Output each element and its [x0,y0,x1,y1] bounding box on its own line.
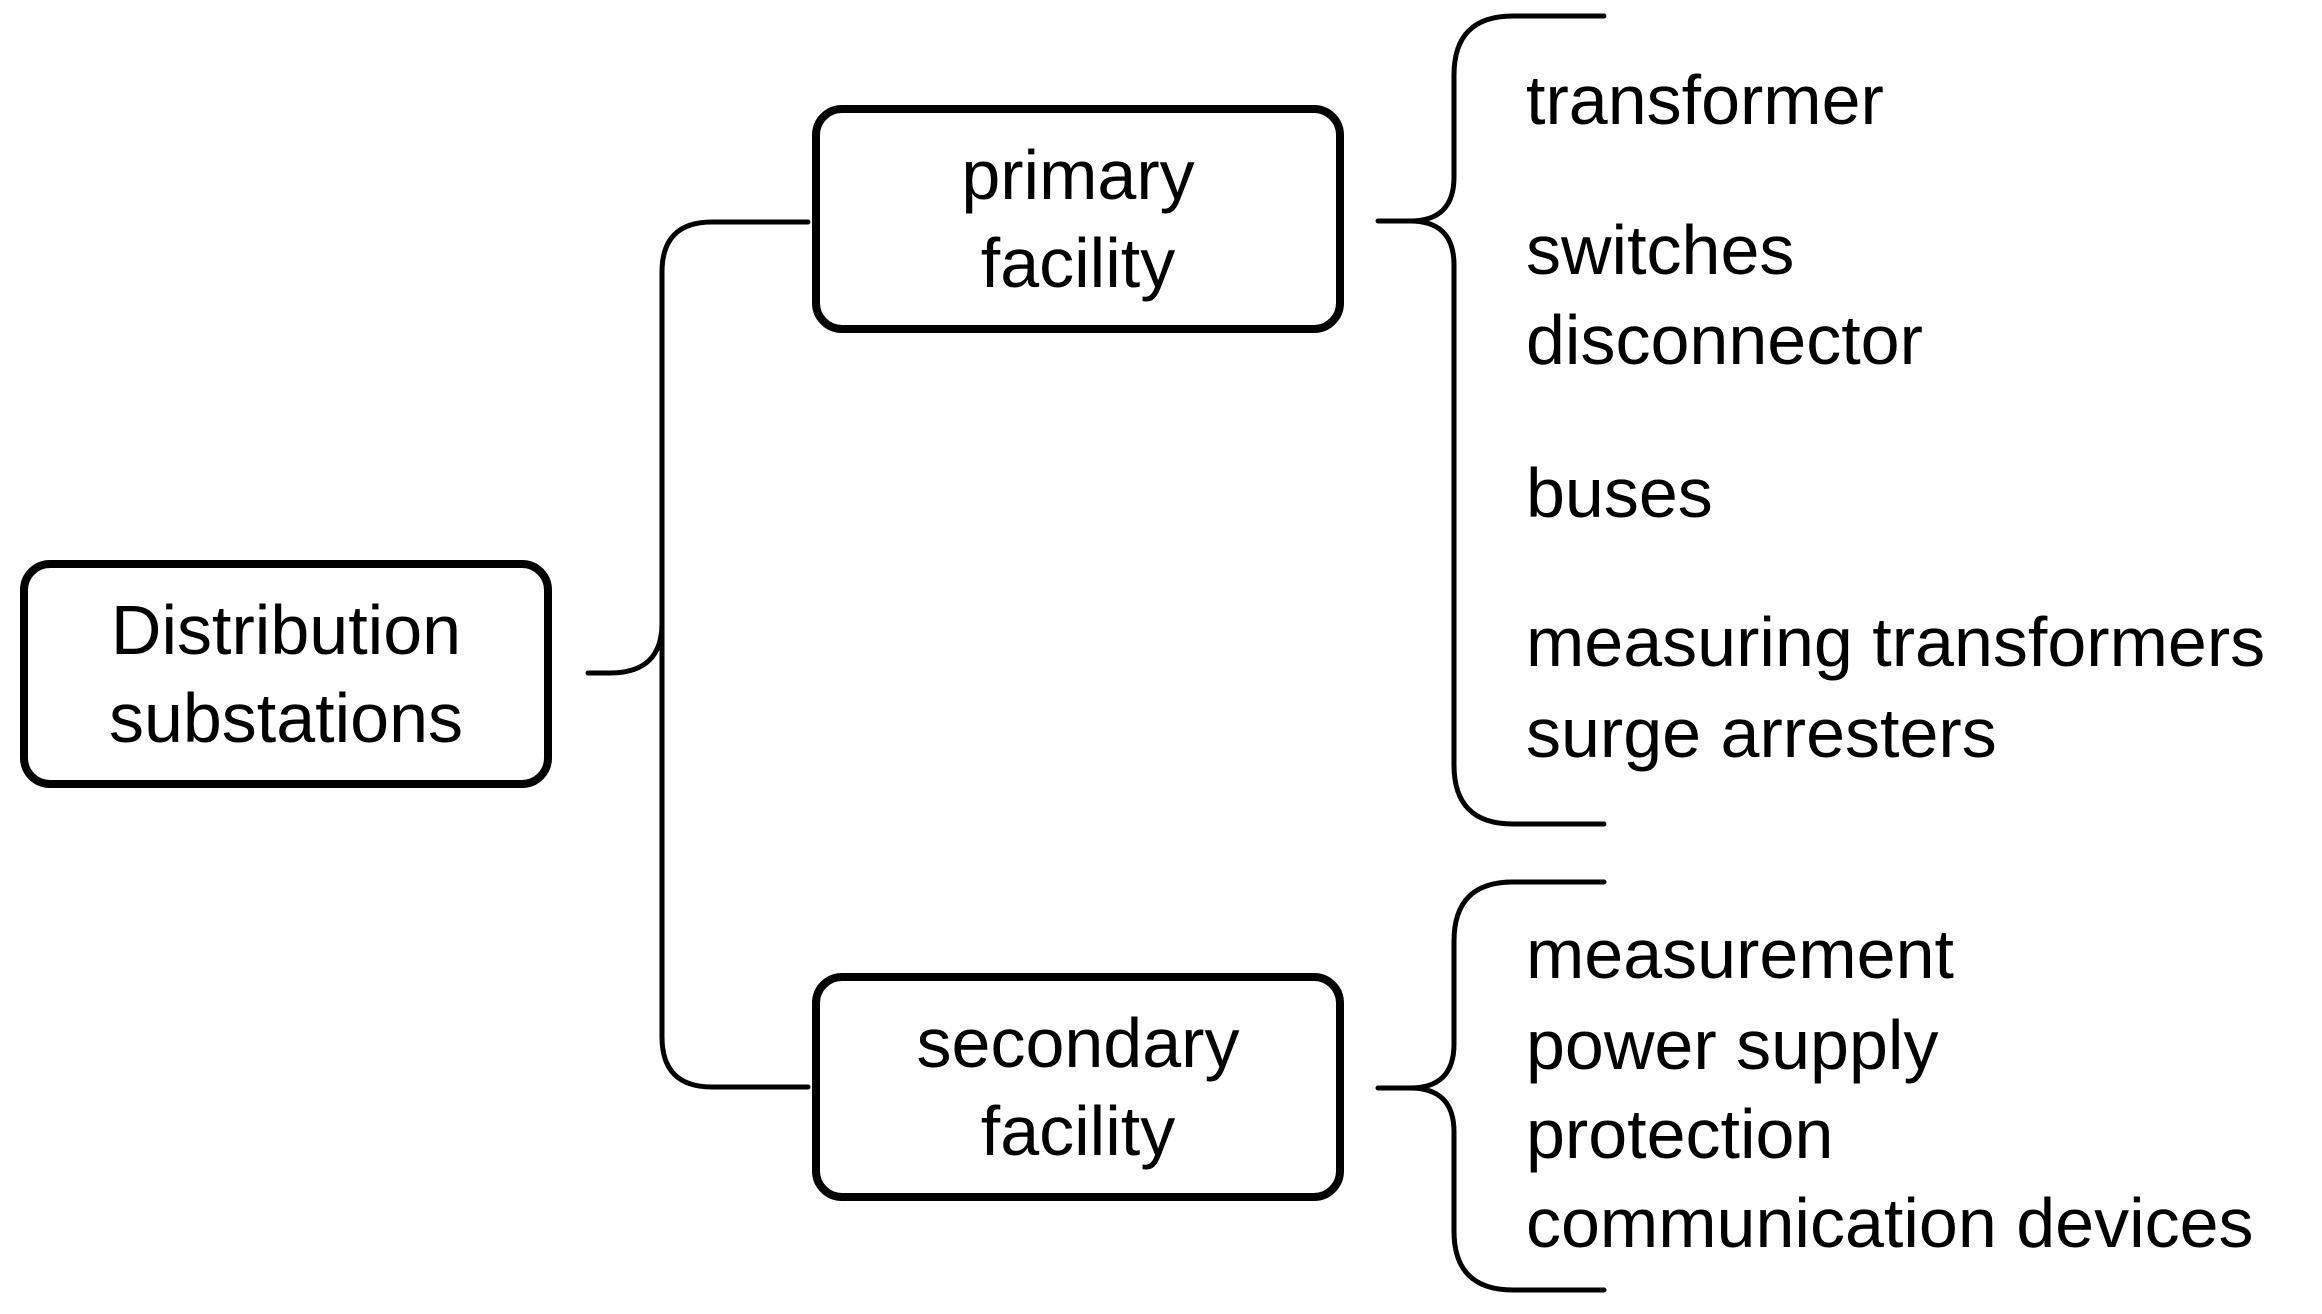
primary-item-switches: switches [1526,211,1795,289]
secondary-item-power-supply: power supply [1526,1006,1939,1084]
secondary-item-protection: protection [1526,1095,1834,1173]
secondary-node-label-line1: secondary [916,1004,1240,1082]
primary-item-buses: buses [1526,454,1713,532]
primary-item-disconnector: disconnector [1526,301,1923,379]
secondary-item-communication-devices: communication devices [1526,1184,2254,1262]
primary-node-label-line2: facility [980,224,1176,302]
root-node-label-line2: substations [108,679,464,757]
secondary-items-brace [1375,879,1607,1293]
primary-facility-node: primary facility [812,105,1344,333]
root-node-distribution-substations: Distribution substations [20,560,552,788]
primary-item-measuring-transformers: measuring transformers [1526,603,2266,681]
secondary-item-measurement: measurement [1526,915,1954,993]
primary-items-brace [1375,13,1607,827]
secondary-facility-node: secondary facility [812,973,1344,1201]
primary-item-surge-arresters: surge arresters [1526,694,1997,772]
secondary-node-label-line2: facility [980,1092,1176,1170]
primary-node-label-line1: primary [961,136,1195,214]
root-node-label-line1: Distribution [110,591,462,669]
primary-item-transformer: transformer [1526,61,1884,139]
root-branch-connector [585,219,811,1090]
